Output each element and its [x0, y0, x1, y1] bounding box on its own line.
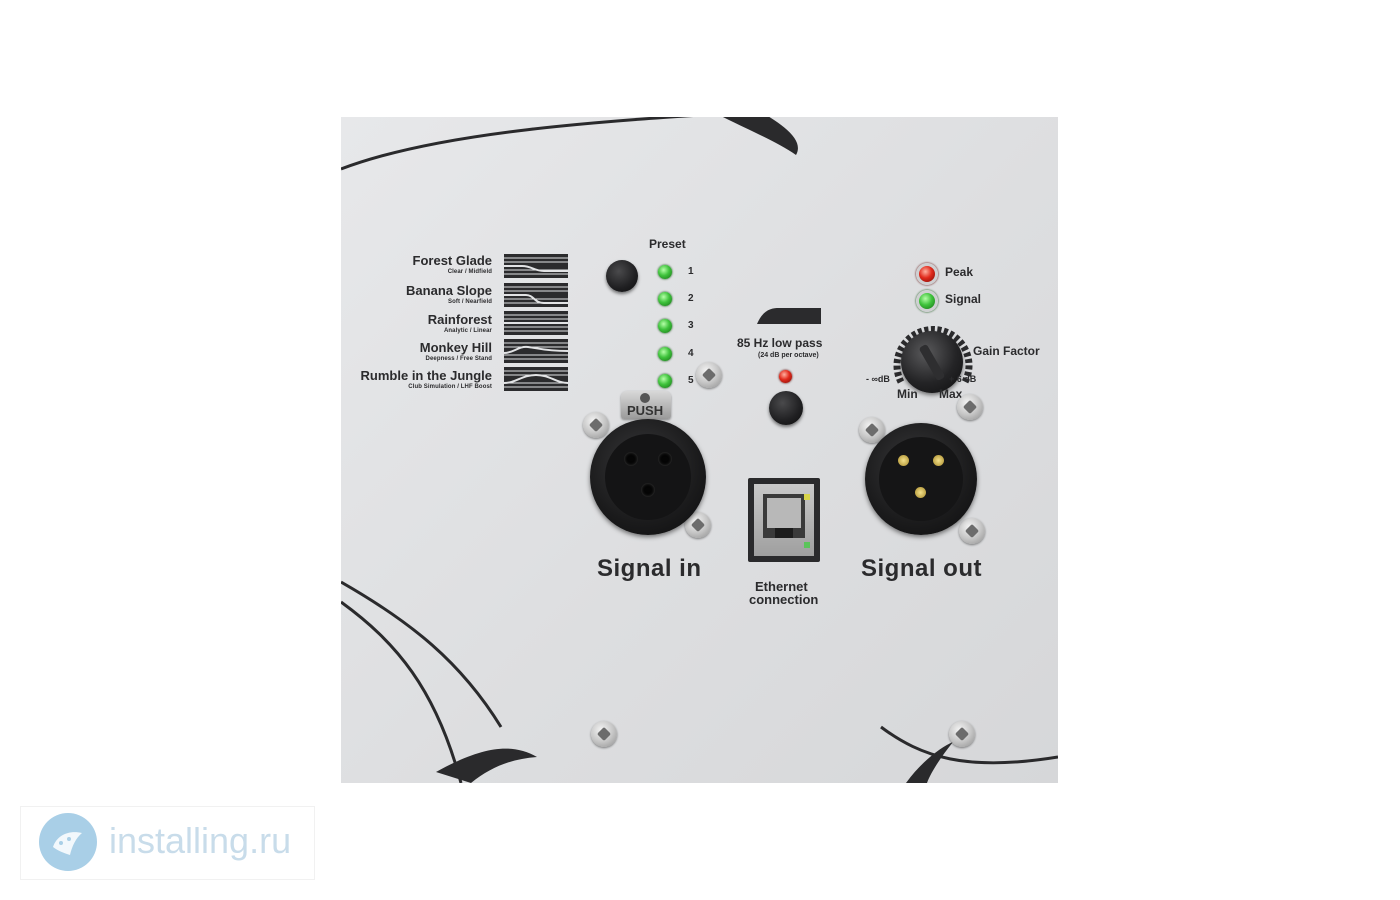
gain-scale-icon — [893, 326, 973, 384]
gain-factor-label: Gain Factor — [973, 344, 1040, 358]
ethernet-link-led — [804, 494, 810, 500]
preset-name: Rainforest — [427, 312, 492, 327]
preset-name: Rumble in the Jungle — [360, 368, 492, 383]
preset-name: Monkey Hill — [419, 340, 492, 355]
gain-min-label: Min — [897, 387, 918, 401]
panel-swoosh-graphic — [341, 117, 1058, 783]
watermark-text: installing.ru — [109, 820, 292, 861]
gain-max-label: Max — [939, 387, 963, 401]
gain-max-db-label: + 6 dB — [949, 374, 977, 384]
lowpass-led — [779, 370, 792, 383]
ethernet-label-line2: connection — [749, 592, 819, 607]
signal-label: Signal — [945, 292, 982, 306]
preset-number: 4 — [688, 348, 694, 359]
lowpass-sublabel: (24 dB per octave) — [758, 352, 819, 359]
preset-heading: Preset — [649, 237, 686, 251]
preset-3-led — [658, 319, 672, 333]
gain-factor-knob[interactable] — [901, 331, 963, 393]
peak-label: Peak — [945, 265, 974, 279]
speaker-rear-panel: Forest Glade Clear / Midfield Banana Slo… — [341, 117, 1058, 783]
signal-led — [916, 290, 938, 312]
preset-subtitle: Club Simulation / LHF Boost — [408, 384, 492, 390]
screw-icon — [696, 362, 722, 388]
preset-subtitle: Analytic / Linear — [443, 328, 492, 334]
ethernet-port[interactable] — [748, 478, 820, 562]
ethernet-label-line1: Ethernet — [755, 579, 808, 594]
ethernet-activity-led — [804, 542, 810, 548]
screw-icon — [959, 518, 985, 544]
screw-icon — [591, 721, 617, 747]
installing-logo-icon — [39, 813, 97, 871]
push-label: PUSH — [627, 403, 664, 418]
preset-curve-icon-rainforest — [504, 311, 568, 335]
preset-number: 2 — [688, 293, 694, 304]
screw-icon — [949, 721, 975, 747]
lowpass-label: 85 Hz low pass — [737, 336, 823, 350]
signal-out-label: Signal out — [861, 555, 982, 582]
preset-2-led — [658, 292, 672, 306]
preset-select-button[interactable] — [606, 260, 638, 292]
lowpass-curve-icon — [757, 308, 821, 324]
preset-number: 1 — [688, 266, 694, 277]
preset-1-led — [658, 265, 672, 279]
preset-subtitle: Deepness / Free Stand — [425, 356, 492, 362]
preset-label-column: Forest Glade Clear / Midfield Banana Slo… — [341, 250, 492, 400]
xlr-push-latch[interactable]: PUSH — [621, 391, 671, 419]
signal-in-xlr-jack[interactable] — [590, 419, 706, 535]
gain-min-db-label: - ∞dB — [866, 374, 890, 384]
preset-subtitle: Soft / Nearfield — [448, 299, 492, 305]
preset-subtitle: Clear / Midfield — [447, 269, 492, 275]
preset-4-led — [658, 347, 672, 361]
screw-icon — [583, 412, 609, 438]
watermark-badge: installing.ru — [20, 806, 315, 880]
signal-out-xlr-jack[interactable] — [865, 423, 977, 535]
peak-led — [916, 263, 938, 285]
preset-curve-icon-rumble-in-the-jungle — [504, 367, 568, 391]
lowpass-toggle-button[interactable] — [769, 391, 803, 425]
preset-number: 3 — [688, 320, 694, 331]
preset-name: Banana Slope — [406, 283, 492, 298]
preset-curve-icon-forest-glade — [504, 254, 568, 278]
signal-in-label: Signal in — [597, 555, 702, 582]
screw-icon — [957, 394, 983, 420]
preset-5-led — [658, 374, 672, 388]
preset-number: 5 — [688, 375, 694, 386]
preset-name: Forest Glade — [412, 253, 492, 268]
preset-curve-icon-monkey-hill — [504, 339, 568, 363]
preset-curve-icon-banana-slope — [504, 283, 568, 307]
